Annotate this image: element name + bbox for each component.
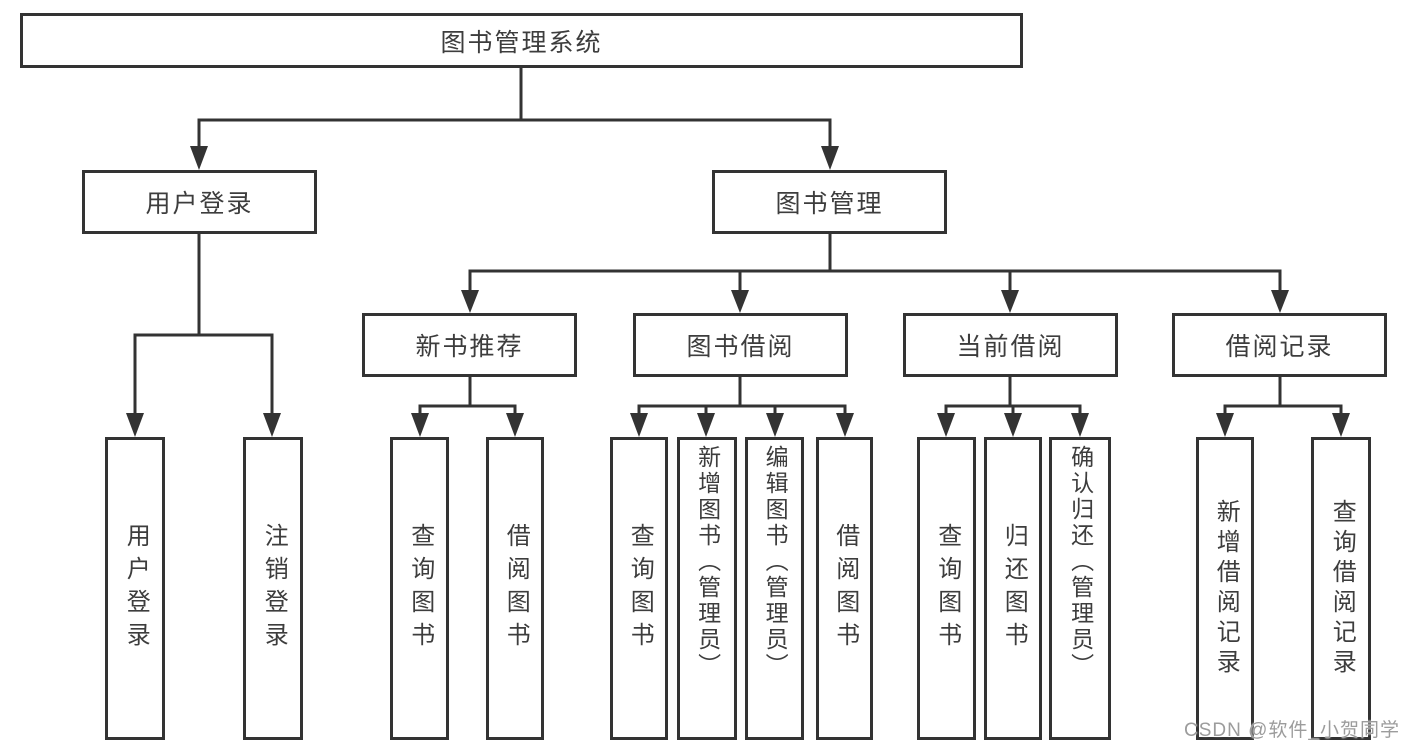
leaf-label: 新增图书（管理员） <box>694 445 721 679</box>
leaf-confirm-return-admin: 确认归还（管理员） <box>1049 437 1111 740</box>
node-library-management-system: 图书管理系统 <box>20 13 1023 68</box>
leaf-label: 用户登录 <box>122 522 150 655</box>
leaf-borrow-books-recommend: 借阅图书 <box>486 437 544 740</box>
leaf-borrow-books: 借阅图书 <box>816 437 873 740</box>
leaf-user-login: 用户登录 <box>105 437 165 740</box>
node-borrowing-records: 借阅记录 <box>1172 313 1387 377</box>
leaf-label: 编辑图书（管理员） <box>762 445 789 679</box>
leaf-label: 借阅图书 <box>831 522 859 655</box>
node-new-book-recommendation: 新书推荐 <box>362 313 577 377</box>
csdn-watermark: CSDN @软件_小贺同学 <box>1184 720 1400 741</box>
leaf-add-borrow-record: 新增借阅记录 <box>1196 437 1254 740</box>
leaf-return-books: 归还图书 <box>984 437 1042 740</box>
node-book-management: 图书管理 <box>712 170 947 234</box>
leaf-add-books-admin: 新增图书（管理员） <box>677 437 737 740</box>
leaf-label: 确认归还（管理员） <box>1067 445 1094 679</box>
node-current-borrowing: 当前借阅 <box>903 313 1118 377</box>
leaf-label: 查询图书 <box>626 522 654 655</box>
leaf-label: 归还图书 <box>1000 522 1028 655</box>
arrowhead-group <box>126 146 1350 437</box>
node-book-borrowing: 图书借阅 <box>633 313 848 377</box>
node-user-login: 用户登录 <box>82 170 317 234</box>
leaf-label: 查询图书 <box>406 522 434 655</box>
leaf-label: 新增借阅记录 <box>1212 498 1240 679</box>
leaf-label: 借阅图书 <box>502 522 530 655</box>
leaf-query-books-recommend: 查询图书 <box>390 437 449 740</box>
leaf-logout: 注销登录 <box>243 437 303 740</box>
leaf-label: 查询图书 <box>933 522 961 655</box>
leaf-label: 注销登录 <box>260 522 288 655</box>
leaf-label: 查询借阅记录 <box>1328 498 1356 679</box>
leaf-query-books-borrowing: 查询图书 <box>610 437 668 740</box>
leaf-query-books-current: 查询图书 <box>917 437 976 740</box>
leaf-edit-books-admin: 编辑图书（管理员） <box>745 437 804 740</box>
leaf-query-borrow-record: 查询借阅记录 <box>1311 437 1371 740</box>
